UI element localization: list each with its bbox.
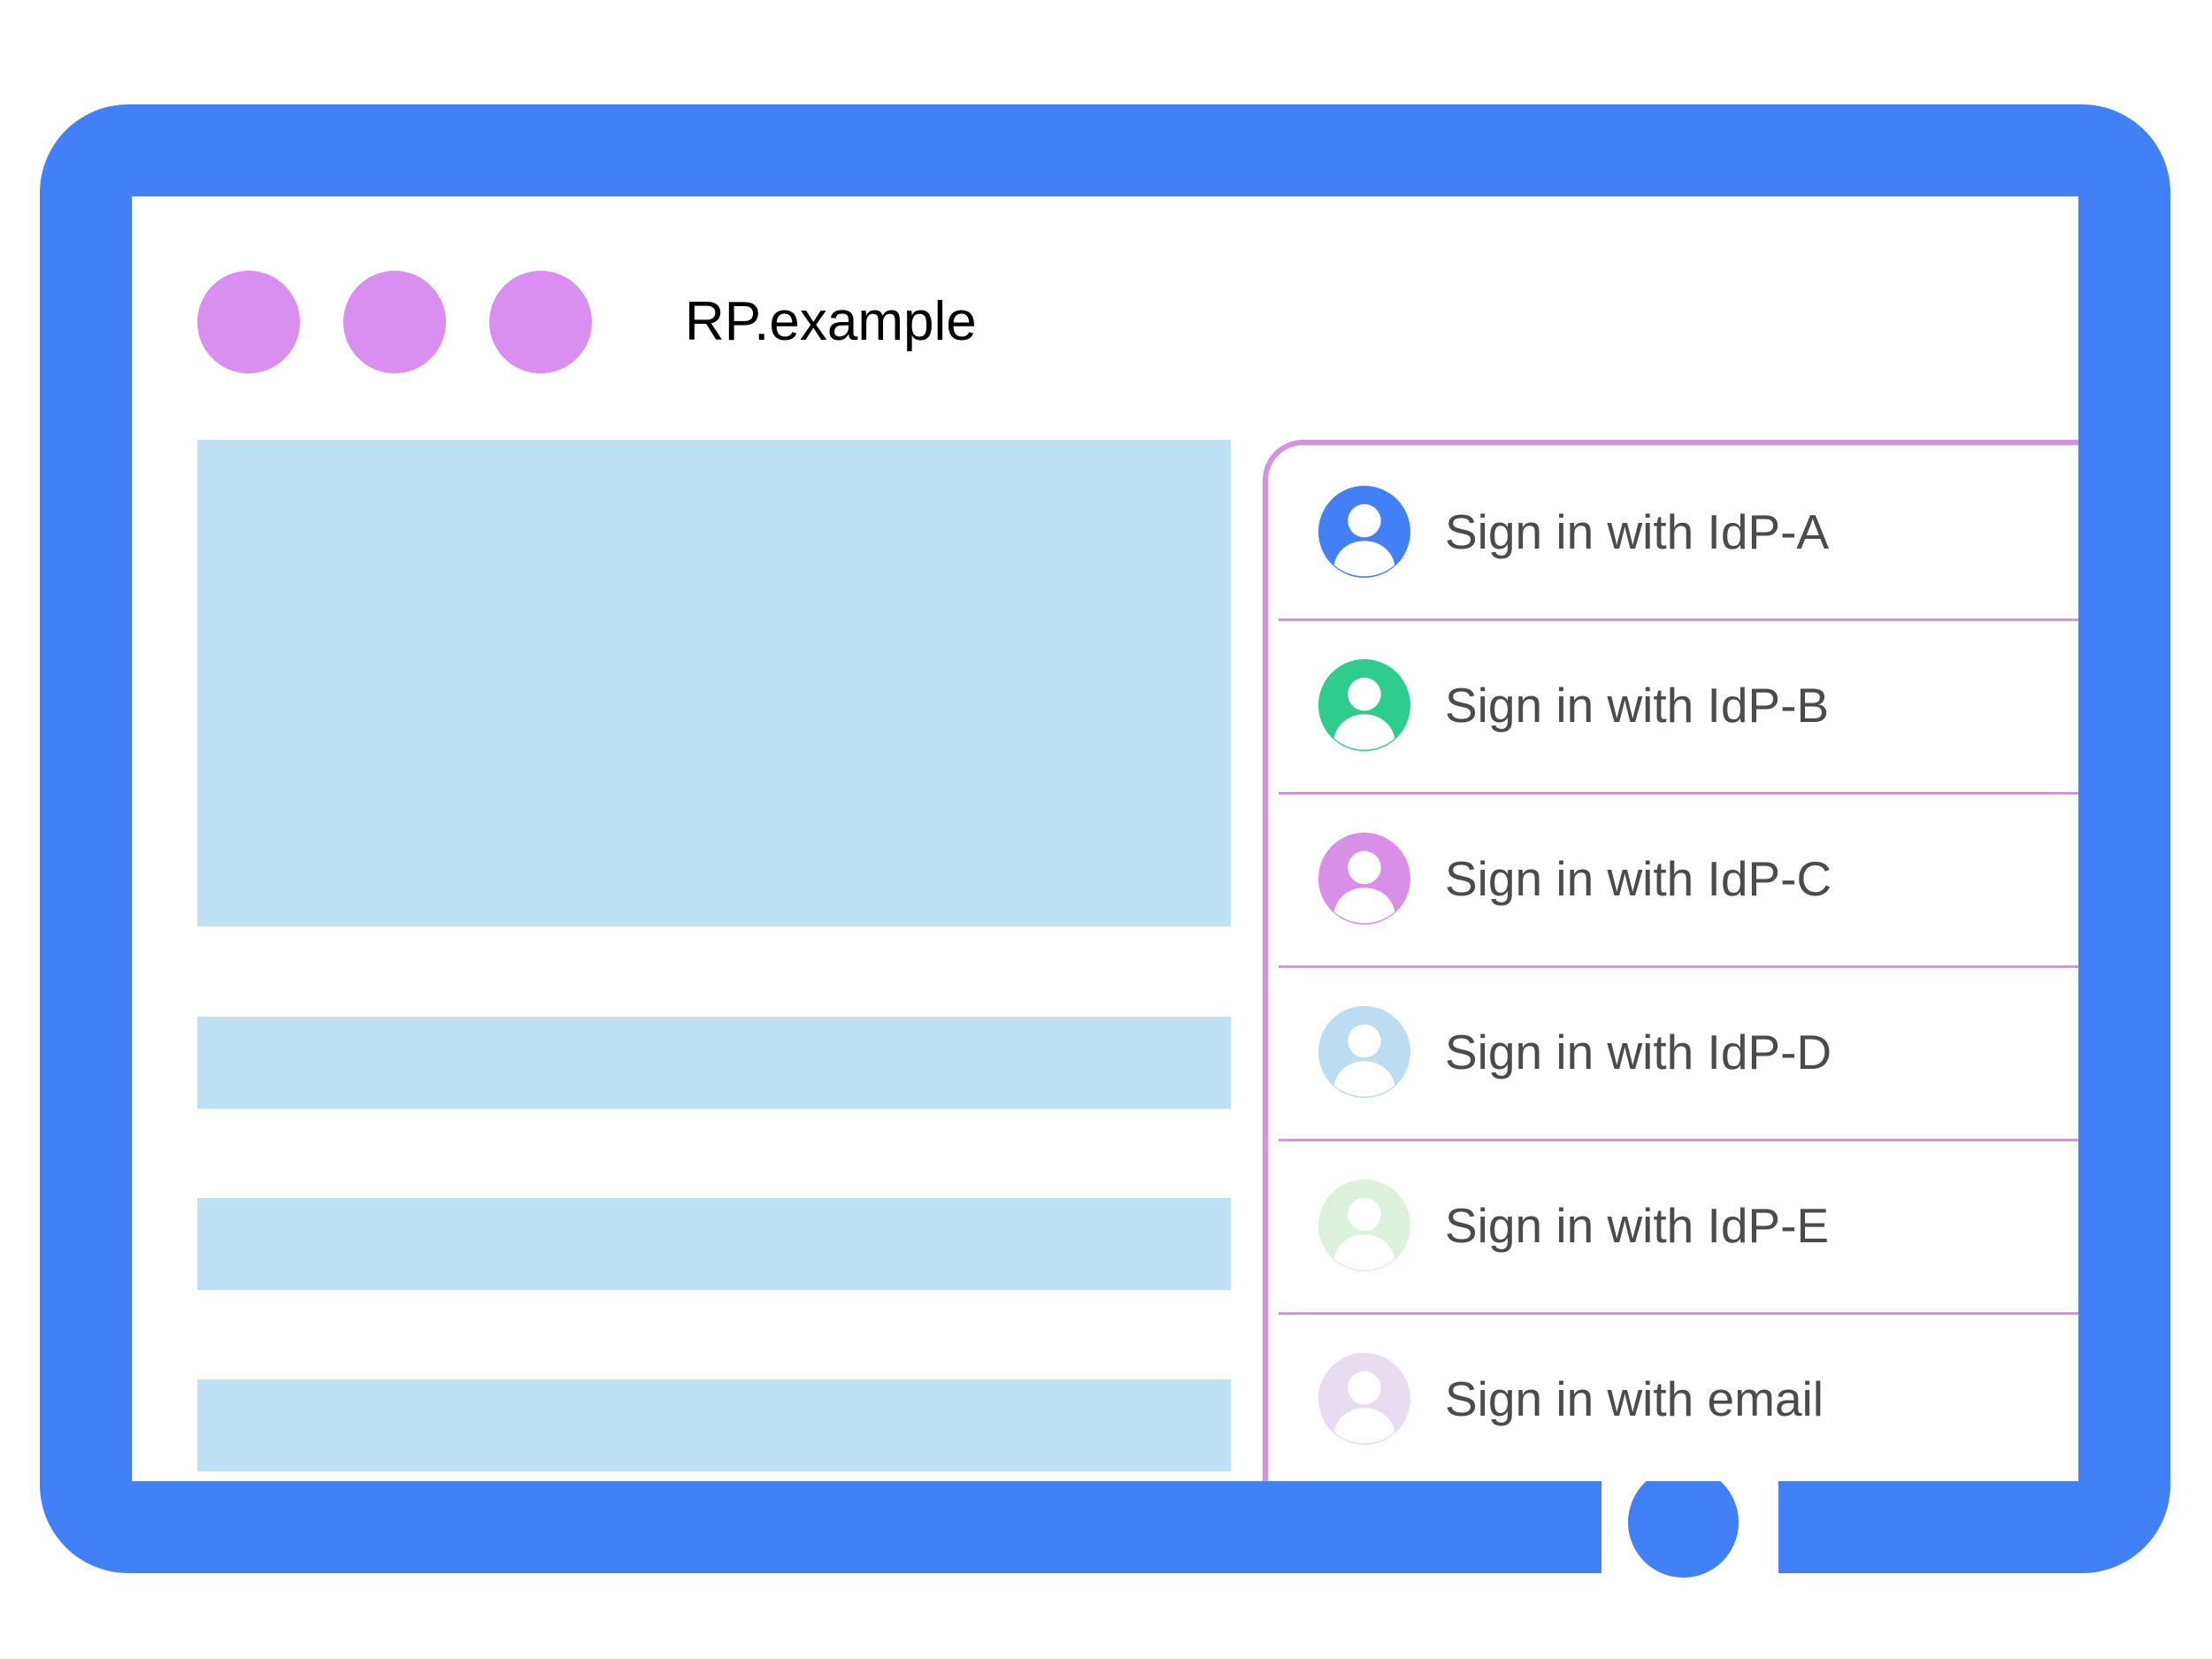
- sign-in-option-label: Sign in with IdP-E: [1445, 1197, 1830, 1253]
- account-avatar-icon: [1318, 1353, 1410, 1445]
- sign-in-option-idp-a[interactable]: Sign in with IdP-A: [1268, 445, 2078, 618]
- text-line-placeholder-1: [197, 1017, 1231, 1109]
- sign-in-option-email[interactable]: Sign in with email: [1268, 1312, 2078, 1481]
- home-button[interactable]: [1628, 1467, 1739, 1578]
- sign-in-option-label: Sign in with IdP-D: [1445, 1024, 1832, 1079]
- account-chooser-card: Sign in with IdP-A Sign in with IdP-B: [1263, 440, 2078, 1481]
- sign-in-option-idp-e[interactable]: Sign in with IdP-E: [1268, 1139, 2078, 1312]
- window-control-dot-2[interactable]: [343, 271, 446, 373]
- sign-in-option-label: Sign in with IdP-B: [1445, 677, 1830, 733]
- window-control-dot-1[interactable]: [197, 271, 300, 373]
- account-avatar-icon: [1318, 1006, 1410, 1098]
- sign-in-option-label: Sign in with email: [1445, 1371, 1824, 1426]
- window-control-dot-3[interactable]: [489, 271, 592, 373]
- sign-in-option-label: Sign in with IdP-A: [1445, 503, 1830, 559]
- account-avatar-icon: [1318, 486, 1410, 578]
- account-avatar-icon: [1318, 833, 1410, 925]
- sign-in-option-idp-c[interactable]: Sign in with IdP-C: [1268, 792, 2078, 965]
- text-line-placeholder-3: [197, 1379, 1231, 1471]
- sign-in-option-idp-b[interactable]: Sign in with IdP-B: [1268, 618, 2078, 792]
- page-content-placeholders: [197, 440, 1231, 1481]
- site-title: RP.example: [685, 291, 977, 352]
- sign-in-option-label: Sign in with IdP-C: [1445, 850, 1832, 906]
- browser-chrome-bar: RP.example: [197, 271, 977, 373]
- device-screen: RP.example Sign in with IdP-A: [132, 196, 2078, 1481]
- hero-placeholder: [197, 440, 1231, 926]
- text-line-placeholder-2: [197, 1198, 1231, 1290]
- account-avatar-icon: [1318, 1179, 1410, 1271]
- sign-in-option-idp-d[interactable]: Sign in with IdP-D: [1268, 965, 2078, 1139]
- account-avatar-icon: [1318, 659, 1410, 751]
